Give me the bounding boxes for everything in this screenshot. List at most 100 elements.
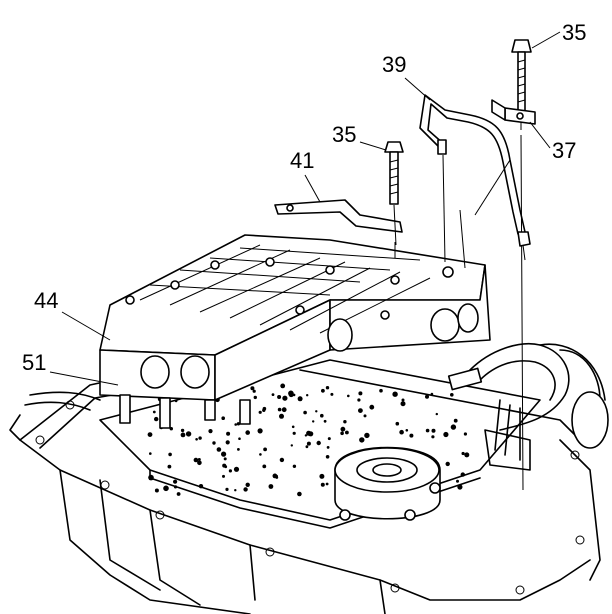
plate-hole [431,428,436,433]
plate-hole [320,482,325,487]
plate-hole [363,414,367,418]
plate-hole [460,472,465,477]
plate-hole [425,428,430,433]
plate-hole [364,432,370,439]
plate-hole [222,474,225,478]
callout-35-middle: 35 [332,122,356,147]
plate-hole [457,484,463,490]
plate-hole [431,435,435,439]
plate-hole [308,431,314,437]
plate-hole [306,394,309,397]
plate-hole [320,413,324,418]
plate-hole [305,445,309,449]
plate-hole [262,408,266,412]
plate-hole [463,432,467,436]
plate-hole [401,398,405,402]
plate-hole [316,440,321,446]
plate-hole [450,393,454,397]
plate-hole [147,432,153,437]
plate-hole [279,413,284,419]
spacer-plate [99,359,541,529]
plate-hole [409,433,414,438]
plate-hole [306,441,311,446]
plate-hole [243,487,248,492]
plate-hole [168,452,172,457]
plate-hole [154,488,159,493]
plate-hole [379,388,383,393]
plate-hole [238,437,241,441]
plate-hole [395,421,400,426]
transmission-case [9,369,601,614]
plate-hole [257,428,263,434]
guide-tube [419,94,531,263]
plate-hole [430,392,434,396]
plate-hole [323,419,327,423]
plate-hole [400,401,406,407]
plate-hole [282,395,288,401]
plate-hole [185,431,192,437]
plate-hole [225,487,229,491]
plate-hole [226,431,231,436]
plate-hole [233,466,240,472]
wiring-clip [491,99,536,125]
plate-hole [290,444,293,447]
plate-hole [173,485,178,489]
plate-hole [369,404,375,410]
plate-hole [208,429,213,434]
plate-hole [464,452,470,458]
plate-hole [237,448,240,451]
plate-hole [253,395,257,400]
plate-hole [277,395,282,399]
accumulator-housing [334,446,441,521]
plate-hole [216,447,222,452]
plate-hole [212,441,216,445]
plate-hole [198,484,204,489]
plate-hole [173,479,178,484]
plate-hole [327,437,331,441]
plate-hole [291,425,295,429]
plate-hole [180,432,186,438]
plate-hole [223,457,227,461]
callout-37: 37 [552,138,576,163]
plate-hole [425,394,429,399]
plate-hole [399,429,404,435]
plate-hole [195,438,198,441]
plate-hole [198,436,202,440]
plate-hole [325,455,330,459]
plate-hole [258,410,262,414]
plate-hole [357,398,361,402]
callout-44: 44 [34,288,58,313]
plate-hole [252,389,256,393]
plate-hole [347,394,350,398]
detent-spring-bracket [274,199,403,233]
plate-hole [288,391,294,398]
plate-hole [340,426,346,432]
plate-hole [292,464,297,468]
plate-hole [152,410,156,414]
plate-hole [297,396,303,402]
callout-35-top-right: 35 [562,20,586,45]
plate-hole [443,431,449,438]
plate-hole [343,420,347,424]
plate-hole [167,464,172,469]
plate-hole [358,391,363,396]
plate-hole [250,386,255,391]
plate-hole [259,453,262,456]
callout-39: 39 [382,52,406,77]
plate-hole [340,431,344,436]
plate-hole [221,451,227,457]
leader-lines [394,159,511,269]
plate-hole [405,429,409,432]
plate-hole [221,416,225,421]
callout-51: 51 [22,350,46,375]
plate-hole [280,383,286,389]
plate-hole [148,474,154,481]
plate-hole [325,482,329,486]
plate-hole [319,473,325,479]
plate-hole [445,461,450,467]
plate-hole [297,491,302,497]
plate-hole [222,463,227,468]
plate-hole [358,408,363,413]
